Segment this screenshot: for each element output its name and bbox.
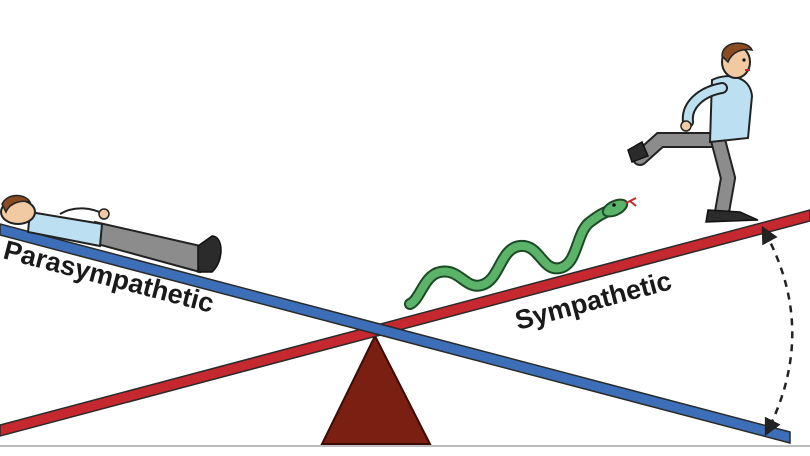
reclining-man-icon — [0, 194, 222, 274]
snake-icon — [404, 197, 637, 310]
running-man-icon — [627, 42, 759, 223]
red-beam — [0, 209, 810, 437]
fulcrum-triangle-icon — [320, 333, 432, 445]
dashed-curved-arrow-icon — [761, 225, 794, 437]
blue-beam — [0, 223, 791, 444]
